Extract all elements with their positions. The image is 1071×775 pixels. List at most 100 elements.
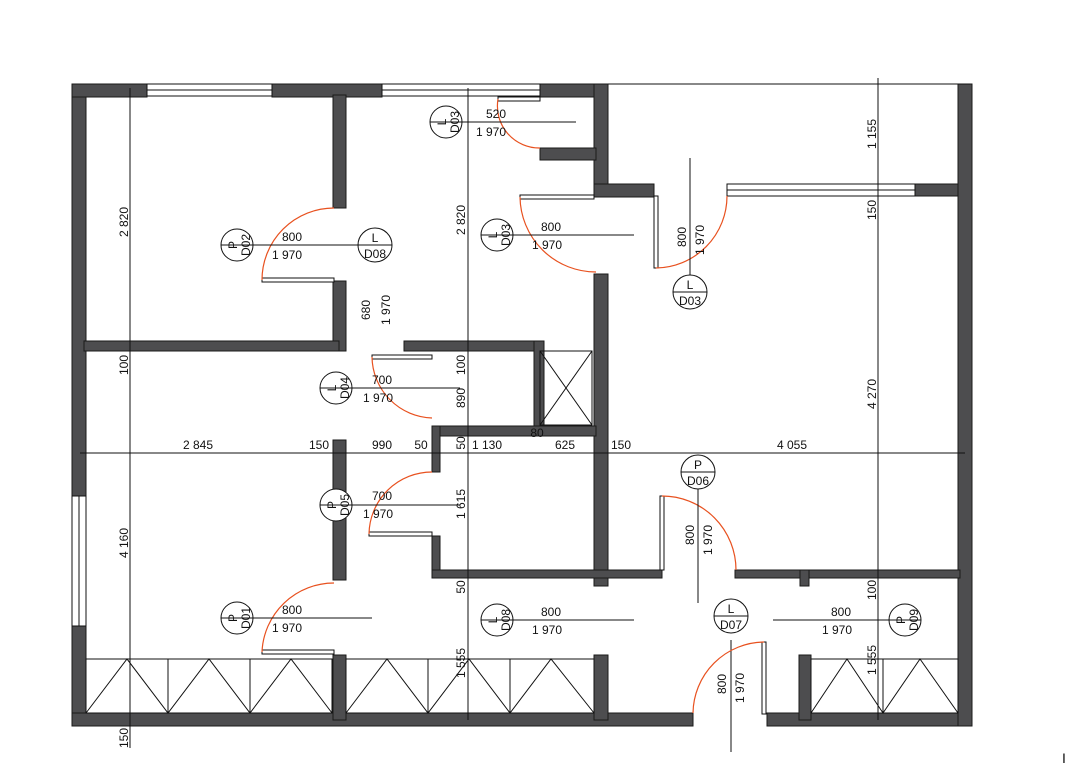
- door-tag-d02: P D02 800 1 970: [220, 228, 358, 262]
- hall-divider: [431, 425, 597, 437]
- door-width-d03-mid: 800: [541, 220, 561, 234]
- door-id-d03-right: D03: [679, 294, 701, 308]
- bedroom-wall-bottom: [83, 340, 340, 352]
- door-leaf-d05: [368, 531, 433, 537]
- walls: [71, 83, 973, 727]
- dim-100-left: 100: [117, 355, 131, 375]
- door-hinge-d01: P: [226, 614, 240, 622]
- door-height-d09: 1 970: [822, 623, 852, 637]
- door-leaf-d03-mid: [519, 194, 595, 200]
- shaft-cross-b: [539, 350, 593, 426]
- ventilation-shaft: [539, 350, 593, 426]
- door-leaf-d01: [261, 649, 335, 655]
- door-tag-d09: P D09 800 1 970: [773, 603, 922, 637]
- dim-2845: 2 845: [183, 438, 213, 452]
- door-tag-d08-top: L D08: [357, 227, 393, 263]
- door-tag-d06: P D06 800 1 970: [680, 454, 716, 603]
- dimension-lines: [80, 78, 970, 752]
- dim-1555-right: 1 555: [865, 645, 879, 675]
- bottom-wall-pier-b: [593, 654, 609, 721]
- door-width-d05: 700: [372, 489, 392, 503]
- dim-4270: 4 270: [865, 379, 879, 409]
- living-wall-notch: [799, 569, 810, 587]
- door-tag-d07: L D07 800 1 970: [713, 598, 749, 703]
- dim-1555-center: 1 555: [454, 648, 468, 678]
- dim-1155: 1 155: [865, 119, 879, 149]
- hall-divider-left: [431, 425, 441, 473]
- door-leaf-d04: [371, 354, 433, 360]
- dim-150-right: 150: [865, 200, 879, 220]
- door-height-d02: 1 970: [272, 248, 302, 262]
- dim-100-center: 100: [454, 355, 468, 375]
- wardrobes: [85, 658, 959, 714]
- dim-625: 625: [555, 438, 575, 452]
- door-swing-d06: [661, 495, 737, 571]
- wardrobe-right: [810, 658, 959, 714]
- door-width-d07: 800: [715, 674, 729, 694]
- door-id-d05: D05: [338, 494, 352, 516]
- dim-4160: 4 160: [117, 528, 131, 558]
- door-annotations: L D03 520 1 970 P D02 800 1 970 L D08 L: [220, 105, 922, 703]
- door-tag-d08-bottom: L D08 800 1 970: [480, 603, 634, 637]
- edge-mark: I: [1062, 750, 1066, 766]
- door-id-d01: D01: [239, 607, 253, 629]
- door-id-d08-top: D08: [364, 247, 386, 261]
- dim-890: 890: [454, 388, 468, 408]
- dim-1615: 1 615: [454, 489, 468, 519]
- door-hinge-d07: L: [728, 602, 735, 616]
- door-width-d06: 800: [683, 525, 697, 545]
- door-swing-d05: [368, 471, 433, 535]
- dim-4055: 4 055: [777, 438, 807, 452]
- door-width-d01: 800: [282, 603, 302, 617]
- dim-680: 680: [359, 300, 373, 320]
- door-hinge-d08-top: L: [372, 231, 379, 245]
- door-swing-d01: [261, 582, 335, 653]
- door-height-d04: 1 970: [363, 391, 393, 405]
- dim-2820-mid: 2 820: [454, 205, 468, 235]
- closet-wall-small: [539, 147, 597, 161]
- dim-80: 80: [530, 426, 544, 440]
- door-height-d03-mid: 1 970: [532, 238, 562, 252]
- dim-150-b: 150: [611, 438, 631, 452]
- door-leaf-d07: [761, 641, 767, 715]
- bath-wall-top: [403, 340, 535, 352]
- door-height-d06: 1 970: [701, 525, 715, 555]
- door-tag-d03-right: 800 1 970 L D03: [672, 158, 708, 310]
- stair-wall-foot: [593, 183, 655, 198]
- door-height-d03-top: 1 970: [476, 125, 506, 139]
- door-swing-d07: [692, 641, 765, 714]
- door-swing-d03-top: [496, 98, 541, 149]
- wardrobe-middle-hatch: [345, 658, 595, 714]
- door-id-d03-mid: D03: [499, 224, 513, 246]
- wardrobe-middle: [345, 658, 595, 714]
- door-hinge-d09: P: [894, 616, 908, 624]
- door-swing-d03-mid: [519, 196, 597, 273]
- door-swing-d04: [371, 356, 433, 419]
- storage-wall-bottom: [431, 569, 663, 579]
- dim-50: 50: [414, 438, 428, 452]
- stair-wall-vertical: [593, 83, 609, 198]
- door-width-d09: 800: [831, 605, 851, 619]
- door-tag-d03-top: L D03 520 1 970: [429, 105, 576, 139]
- door-id-d06: D06: [687, 474, 709, 488]
- dim-150-bottom: 150: [117, 728, 131, 748]
- outer-wall-top-a: [71, 83, 148, 98]
- door-hinge-d06: P: [694, 458, 702, 472]
- door-tag-d01: P D01 800 1 970: [220, 601, 372, 635]
- door-hinge-d05: P: [325, 501, 339, 509]
- door-tag-d04: L D04 700 1 970: [319, 371, 460, 405]
- door-hinge-d02: P: [226, 241, 240, 249]
- dim-50-lower: 50: [454, 580, 468, 594]
- dim-150-a: 150: [309, 438, 329, 452]
- dim-100-right: 100: [865, 580, 879, 600]
- outer-wall-right-stub: [914, 183, 959, 197]
- living-wall-bottom: [734, 569, 961, 579]
- door-width-d04: 700: [372, 373, 392, 387]
- door-swing-d02: [261, 207, 335, 281]
- wardrobe-right-hatch: [810, 658, 959, 714]
- outer-wall-right: [957, 83, 973, 727]
- door-hinge-d08-bottom: L: [486, 616, 500, 623]
- door-height-d03-right: 1 970: [693, 225, 707, 255]
- door-height-d08-bottom: 1 970: [532, 623, 562, 637]
